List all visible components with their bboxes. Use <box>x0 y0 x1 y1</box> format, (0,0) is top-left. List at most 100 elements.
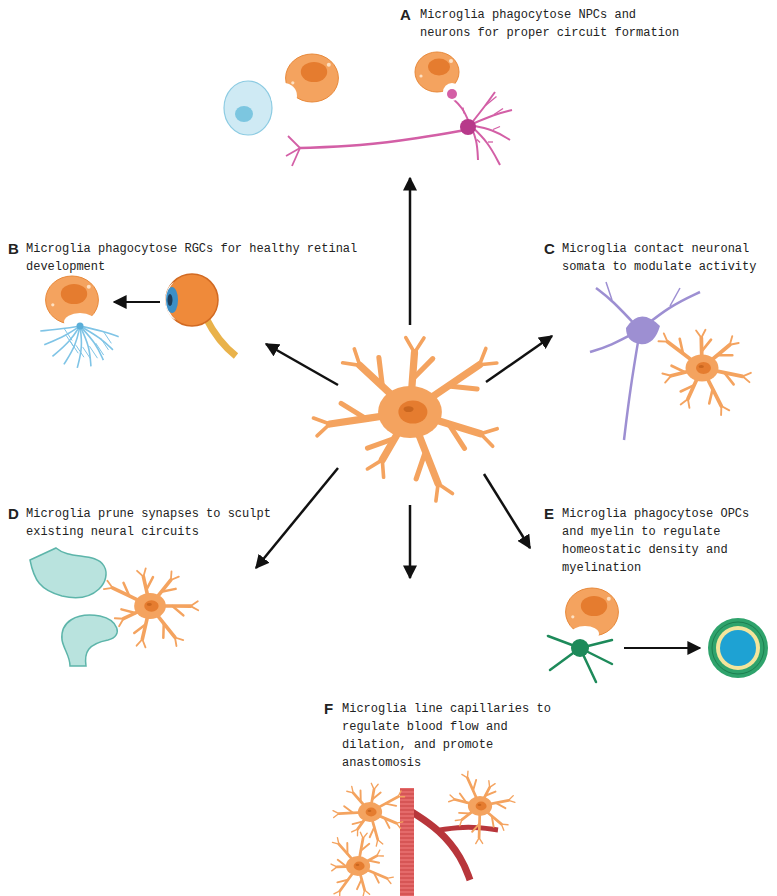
neuron-soma <box>626 316 660 344</box>
rgc-branch <box>96 343 104 355</box>
process-branch <box>743 373 751 376</box>
soma <box>358 802 382 822</box>
process-branch <box>360 791 362 802</box>
nucleus <box>696 362 711 374</box>
process-branch <box>449 799 455 801</box>
process-branch <box>743 376 750 382</box>
process-branch <box>462 774 468 777</box>
panel-letter: F <box>324 700 342 718</box>
npc-nucleus <box>235 106 253 122</box>
dendrite-branch <box>477 140 480 143</box>
axon-terminal <box>288 136 300 148</box>
process-branch <box>455 819 462 821</box>
process-branch <box>191 606 199 610</box>
dendrite-branch <box>463 108 464 114</box>
arrow <box>266 344 338 385</box>
process-branch <box>367 438 394 448</box>
presynaptic-terminal <box>30 548 106 598</box>
soma <box>378 386 442 438</box>
nucleus <box>301 62 327 82</box>
panel-letter: E <box>544 505 562 523</box>
dendrite-branch <box>486 97 497 106</box>
phagocytic-cup <box>571 626 599 642</box>
rgc-branch <box>89 346 97 358</box>
soma <box>346 856 370 876</box>
process-branch <box>398 791 401 797</box>
process-branch <box>372 792 380 799</box>
process-branch <box>341 403 366 418</box>
process-branch <box>332 867 337 871</box>
process-branch <box>720 406 722 415</box>
process-branch <box>436 484 438 501</box>
process-branch <box>378 840 383 844</box>
panel-letter: C <box>544 240 562 258</box>
rgc-dendrite <box>40 326 80 331</box>
process-branch <box>448 386 477 389</box>
panel-caption: Microglia phagocytose RGCs for healthy r… <box>26 240 366 276</box>
process-branch <box>680 339 683 354</box>
granule <box>51 303 54 306</box>
arrow <box>114 301 160 303</box>
capillary-branch <box>412 812 470 880</box>
process-branch <box>104 588 113 589</box>
process-branch <box>438 484 452 494</box>
process-branch <box>344 806 353 813</box>
capillary-branch <box>440 827 498 830</box>
process-branch <box>337 838 338 844</box>
process-branch <box>672 366 685 373</box>
myelin-lamella <box>712 622 764 674</box>
panel-caption: Microglia phagocytose OPCs and myelin to… <box>562 505 767 577</box>
process-branch <box>175 637 176 646</box>
phagocytic-cup <box>271 83 297 109</box>
process-branch <box>509 796 514 801</box>
process-branch <box>449 424 465 448</box>
process-branch <box>162 623 165 637</box>
rgc-branch <box>64 329 72 341</box>
process-branch <box>374 873 379 883</box>
process-branch <box>334 891 340 894</box>
arrow <box>409 178 412 325</box>
process-branch <box>414 338 423 353</box>
process-branch <box>331 864 337 867</box>
neurite-branch <box>670 288 680 306</box>
process-branch <box>485 792 495 796</box>
process-branch <box>688 399 690 408</box>
process-branch <box>412 359 432 380</box>
rgc-dendrite <box>80 326 103 360</box>
process-branch <box>385 804 396 806</box>
dendrite <box>470 110 512 125</box>
pupil <box>168 294 173 306</box>
nucleus <box>144 600 158 612</box>
process-branch <box>171 577 179 580</box>
process-branch <box>384 818 389 828</box>
process-branch <box>481 429 498 434</box>
process-branch <box>352 786 353 792</box>
process-branch <box>354 349 360 366</box>
process-branch <box>161 589 175 592</box>
neurite-branch <box>606 282 612 300</box>
process-branch <box>721 406 729 410</box>
process-branch <box>368 860 379 862</box>
axon-terminal <box>292 148 300 166</box>
dendrite-branch <box>488 141 493 142</box>
process-branch <box>357 879 362 889</box>
process-branch <box>352 829 358 832</box>
process-branch <box>134 624 146 633</box>
process-branch <box>317 424 330 436</box>
nucleus <box>476 802 487 811</box>
arrow <box>624 647 700 649</box>
panel-caption: Microglia phagocytose NPCs and neurons f… <box>420 6 688 42</box>
process-branch <box>387 878 391 883</box>
process-branch <box>479 838 483 844</box>
nucleus <box>354 862 365 871</box>
panel-letter: D <box>8 505 26 523</box>
process-branch <box>377 855 384 856</box>
dendrite-branch <box>494 109 503 115</box>
process-branch <box>115 617 124 619</box>
nucleus <box>61 284 87 304</box>
process-branch <box>730 343 739 345</box>
process-branch <box>396 822 402 823</box>
process-branch <box>450 795 455 800</box>
nucleolus <box>403 406 413 412</box>
process-branch <box>387 877 393 878</box>
